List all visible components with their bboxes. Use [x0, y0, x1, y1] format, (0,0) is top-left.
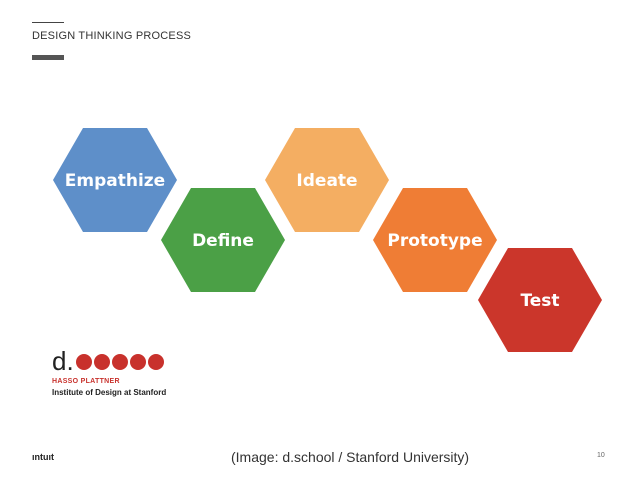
slide-title: DESIGN THINKING PROCESS — [32, 30, 192, 42]
logo-circle-icon — [112, 354, 128, 370]
hex-label-define: Define — [192, 231, 254, 251]
logo-circle-icon — [76, 354, 92, 370]
hex-label-prototype: Prototype — [387, 231, 482, 251]
hex-ideate: Ideate — [265, 128, 389, 232]
hex-label-empathize: Empathize — [65, 171, 165, 191]
hex-label-test: Test — [520, 291, 559, 311]
hex-test: Test — [478, 248, 602, 352]
logo-line2: Institute of Design at Stanford — [52, 388, 167, 397]
hex-label-ideate: Ideate — [296, 171, 357, 191]
logo-line1: HASSO PLATTNER — [52, 378, 120, 385]
image-caption: (Image: d.school / Stanford University) — [231, 449, 470, 465]
footer-brand: ıntuıt — [32, 452, 54, 462]
title-rule — [32, 22, 64, 23]
logo-circle-icon — [94, 354, 110, 370]
hex-define: Define — [161, 188, 285, 292]
page-number: 10 — [597, 452, 605, 459]
logo-circle-icon — [130, 354, 146, 370]
logo-mark: d. — [52, 346, 74, 376]
hex-prototype: Prototype — [373, 188, 497, 292]
title-accent-bar — [32, 55, 64, 60]
logo-icons — [76, 354, 164, 370]
dschool-logo: d. HASSO PLATTNER Institute of Design at… — [52, 346, 172, 402]
hex-empathize: Empathize — [53, 128, 177, 232]
logo-circle-icon — [148, 354, 164, 370]
